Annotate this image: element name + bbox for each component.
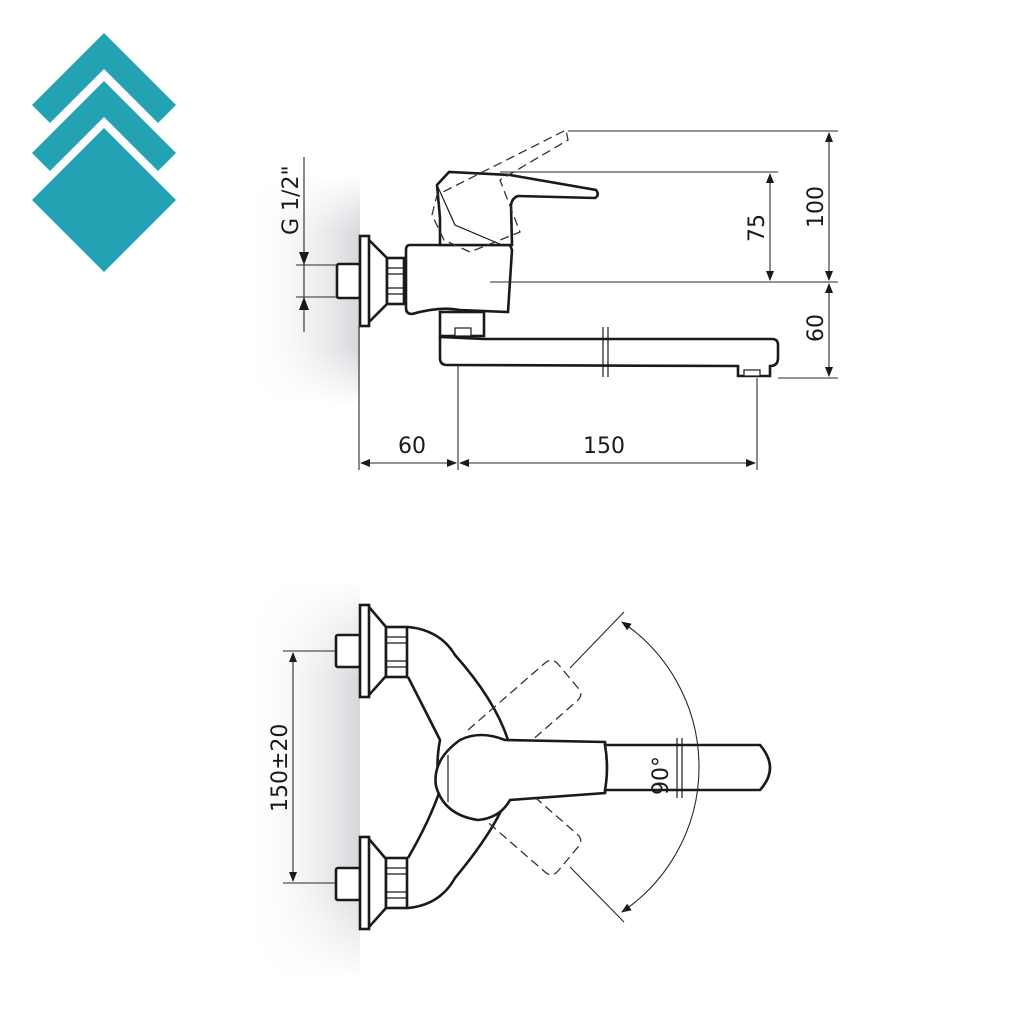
dim-spout-drop: 60 [804,314,829,342]
dim-spout-reach: 150 [583,434,625,459]
side-view: G 1/2" [240,129,838,470]
brand-logo-icon [32,33,176,272]
top-view: 150±20 [240,580,772,980]
dim-rotation-angle: 90° [649,756,674,795]
thread-size-label: G 1/2" [279,165,304,235]
dim-wall-to-spout: 60 [398,434,426,459]
rotated-handle-outline [467,659,582,876]
dim-lever-height: 75 [745,214,770,242]
dim-inlet-spacing: 150±20 [268,724,293,812]
dim-total-height: 100 [804,186,829,228]
